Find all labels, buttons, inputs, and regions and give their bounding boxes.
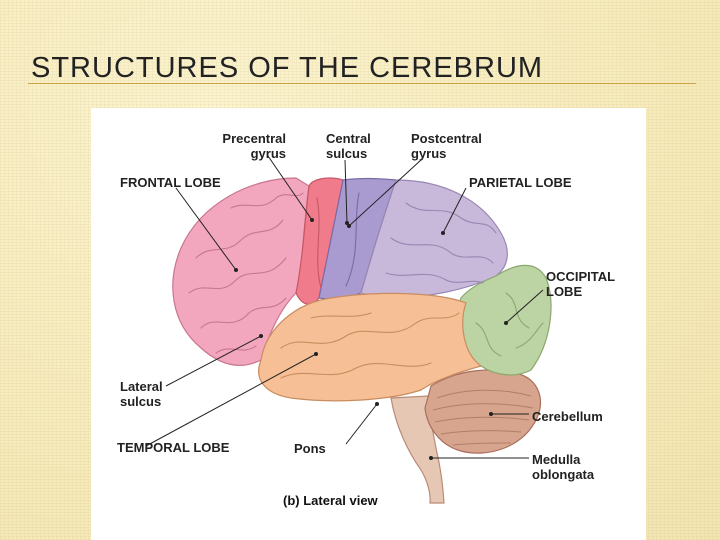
- cerebellum-region: [424, 369, 541, 454]
- label-frontal-lobe: FRONTAL LOBE: [120, 175, 221, 190]
- figure-caption: (b) Lateral view: [283, 493, 378, 508]
- cerebellum-folia: [432, 389, 534, 446]
- gyri-texture: [188, 192, 544, 379]
- brain-illustration: [145, 155, 552, 504]
- brain-figure: Precentral gyrus Central sulcus Postcent…: [91, 108, 646, 540]
- title-underline: [28, 83, 696, 84]
- parietal-lobe-region: [360, 179, 508, 299]
- label-parietal-lobe: PARIETAL LOBE: [469, 175, 572, 190]
- label-lateral-sulcus: Lateral sulcus: [120, 379, 163, 409]
- label-cerebellum: Cerebellum: [532, 409, 603, 424]
- label-medulla-oblongata: Medulla oblongata: [532, 452, 595, 482]
- label-central-sulcus: Central sulcus: [326, 131, 371, 161]
- label-precentral-gyrus: Precentral gyrus: [222, 131, 286, 161]
- slide-title: STRUCTURES OF THE CEREBRUM: [31, 52, 544, 84]
- leader-lines: [145, 155, 544, 459]
- occipital-lobe-region: [457, 264, 552, 376]
- caption-tag: (b): [283, 493, 300, 508]
- caption-text: Lateral view: [303, 493, 378, 508]
- label-occipital-lobe: OCCIPITAL LOBE: [546, 269, 616, 299]
- label-temporal-lobe: TEMPORAL LOBE: [117, 440, 230, 455]
- label-postcentral-gyrus: Postcentral gyrus: [411, 131, 482, 161]
- label-pons: Pons: [294, 441, 326, 456]
- leader-dots: [234, 218, 508, 460]
